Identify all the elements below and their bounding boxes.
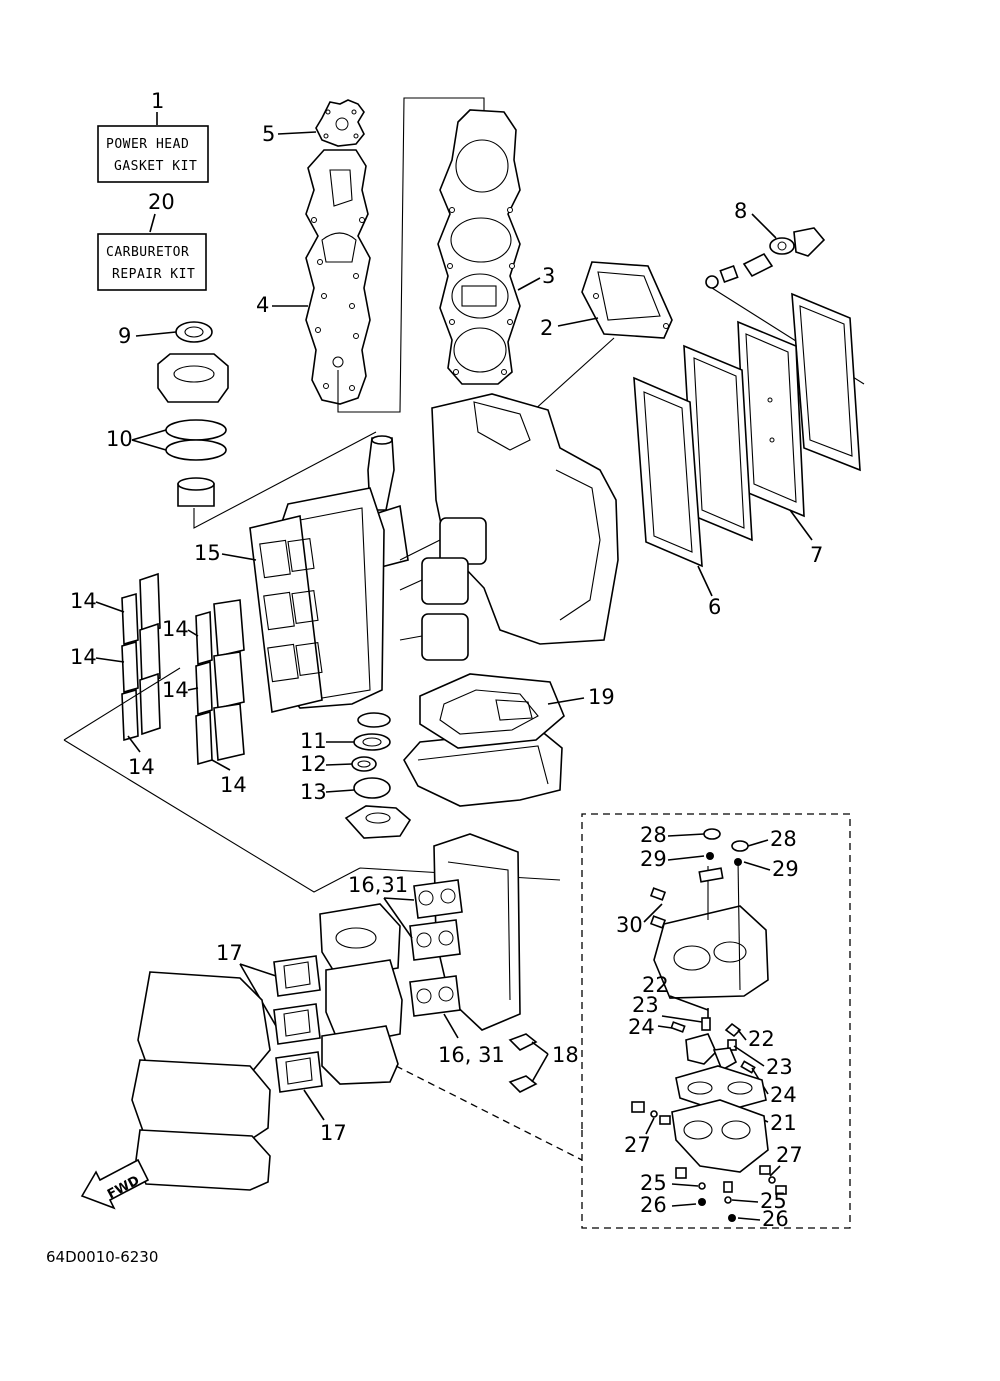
callout-23-b: 23	[766, 1055, 793, 1079]
part-24-pin[interactable]	[670, 1021, 756, 1074]
pistons	[399, 517, 487, 661]
part-9-oil-seal[interactable]	[175, 321, 213, 343]
part-13-o-ring[interactable]	[353, 777, 391, 799]
part-14-reed-gasket-right[interactable]	[195, 610, 213, 766]
callout-25-b: 25	[760, 1189, 787, 1213]
callout-15: 15	[194, 541, 221, 565]
callout-17-b: 17	[320, 1121, 347, 1145]
part-19-base-gasket[interactable]	[419, 673, 565, 749]
part-4-exhaust-cover-gasket[interactable]	[305, 149, 371, 405]
callout-26-a: 26	[640, 1193, 667, 1217]
part-21-float-chamber-gasket[interactable]	[675, 1065, 767, 1113]
part-5-gasket[interactable]	[315, 99, 365, 147]
part-23-seat[interactable]	[701, 1017, 737, 1051]
callout-10: 10	[106, 427, 133, 451]
carburetor-body-detail	[653, 859, 769, 999]
upper-bearing-housing	[157, 353, 229, 403]
callout-14-f: 14	[220, 773, 247, 797]
part-30-screw[interactable]	[649, 887, 667, 929]
callout-4: 4	[256, 293, 269, 317]
callout-8: 8	[734, 199, 747, 223]
callout-22-b: 22	[748, 1027, 775, 1051]
callout-14-b: 14	[70, 645, 97, 669]
callout-13: 13	[300, 780, 327, 804]
kit-label-power-head[interactable]: 1 POWER HEAD GASKET KIT	[97, 89, 209, 183]
fwd-arrow-icon: FWD	[80, 1158, 150, 1210]
part-29-washer[interactable]	[706, 852, 742, 866]
callout-5: 5	[262, 122, 275, 146]
lower-casing	[403, 729, 563, 807]
part-25-jet[interactable]	[675, 1167, 733, 1204]
part-6-exhaust-inner-gasket[interactable]	[633, 376, 703, 568]
callout-24-a: 24	[628, 1015, 655, 1039]
callout-7: 7	[810, 543, 823, 567]
part-3-cylinder-head-gasket[interactable]	[437, 109, 521, 385]
part-7-exhaust-outer-plate[interactable]	[791, 292, 861, 472]
callout-22-a: 22	[642, 973, 669, 997]
kit-line-1: POWER HEAD	[106, 137, 189, 152]
callout-3: 3	[542, 264, 555, 288]
part-14-reed-gasket-left[interactable]	[121, 592, 139, 742]
callout-2: 2	[540, 316, 553, 340]
callout-14-a: 14	[70, 589, 97, 613]
float-chamber	[671, 1099, 769, 1173]
kit-line-1: CARBURETOR	[106, 245, 189, 260]
part-12-seal[interactable]	[351, 756, 377, 772]
part-17-silencer-gasket[interactable]	[273, 955, 323, 1093]
callout-17-a: 17	[216, 941, 243, 965]
callout-30: 30	[616, 913, 643, 937]
callout-16-31-a: 16,31	[348, 873, 408, 897]
part-18-gaskets[interactable]	[508, 1033, 538, 1093]
part-11-seal[interactable]	[353, 712, 391, 751]
lower-bearing-housing	[344, 805, 412, 839]
callout-29-a: 29	[640, 847, 667, 871]
part-27-screw[interactable]	[631, 1101, 787, 1195]
callout-26-b: 26	[762, 1207, 789, 1231]
callout-16-31-b: 16, 31	[438, 1043, 505, 1067]
part-16-carburetor-gasket[interactable]	[409, 879, 463, 1017]
callout-1: 1	[151, 89, 164, 113]
reed-valves-right	[213, 599, 245, 761]
part-2-gasket[interactable]	[581, 261, 673, 339]
callout-18: 18	[552, 1043, 579, 1067]
part-26-plug[interactable]	[698, 1198, 736, 1222]
callout-29-b: 29	[772, 857, 799, 881]
part-10-o-rings[interactable]	[165, 419, 227, 461]
silencer-cover	[131, 971, 271, 1191]
callout-27-a: 27	[624, 1133, 651, 1157]
callout-11: 11	[300, 729, 327, 753]
document-number: 64D0010-6230	[46, 1248, 158, 1266]
callout-21: 21	[770, 1111, 797, 1135]
callout-23-a: 23	[632, 993, 659, 1017]
callout-28-b: 28	[770, 827, 797, 851]
float-parts	[685, 1033, 738, 1072]
callout-25-a: 25	[640, 1171, 667, 1195]
part-15-crankcase-gasket[interactable]	[249, 515, 323, 713]
callout-9: 9	[118, 324, 131, 348]
callout-19: 19	[588, 685, 615, 709]
callout-14-d: 14	[162, 678, 189, 702]
callout-24-b: 24	[770, 1083, 797, 1107]
kit-label-carburetor[interactable]: 20 CARBURETOR REPAIR KIT	[97, 190, 207, 291]
part-8-thermostat-gasket[interactable]	[705, 227, 826, 289]
bearing-sleeve	[177, 477, 215, 507]
part-28-plug[interactable]	[703, 828, 749, 852]
callout-6: 6	[708, 595, 721, 619]
callout-14-c: 14	[162, 617, 189, 641]
reed-valves-left	[139, 572, 161, 736]
callout-12: 12	[300, 752, 327, 776]
callout-20: 20	[148, 190, 175, 214]
kit-line-2: REPAIR KIT	[112, 267, 195, 282]
callout-27-b: 27	[776, 1143, 803, 1167]
part-22-needle[interactable]	[707, 1008, 742, 1038]
callout-28-a: 28	[640, 823, 667, 847]
callout-14-e: 14	[128, 755, 155, 779]
kit-line-2: GASKET KIT	[114, 159, 197, 174]
carburetors	[319, 903, 403, 1085]
